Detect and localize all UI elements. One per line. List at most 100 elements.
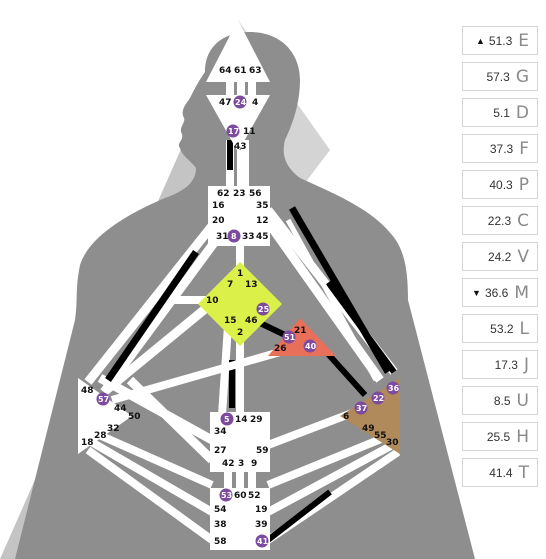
- gate-19: 19: [255, 505, 268, 515]
- planet-gate-value: 53.2: [490, 321, 514, 336]
- solar-plexus-center: [340, 378, 400, 454]
- gate-12: 12: [256, 216, 269, 226]
- sacral-center: [210, 412, 270, 472]
- planet-row[interactable]: 22.3 C: [462, 206, 538, 235]
- gate-7: 7: [227, 280, 233, 290]
- gate-26: 26: [274, 344, 287, 354]
- planet-gate-value: 41.4: [489, 465, 513, 480]
- planet-row[interactable]: 8.5 U: [462, 386, 538, 415]
- gate-16: 16: [212, 201, 225, 211]
- planet-row[interactable]: 25.5 H: [462, 422, 538, 451]
- gate-44: 44: [114, 404, 127, 414]
- planet-symbol: F: [519, 138, 529, 159]
- planet-symbol: C: [517, 210, 529, 231]
- gate-49: 49: [362, 424, 375, 434]
- gate-8: 8: [231, 232, 237, 241]
- gate-11: 11: [243, 127, 256, 137]
- planet-row[interactable]: 53.2 L: [462, 314, 538, 343]
- gate-59: 59: [256, 446, 269, 456]
- gate-47: 47: [219, 98, 232, 108]
- gate-9: 9: [251, 459, 257, 469]
- heart-center: [268, 318, 336, 356]
- planet-gate-value: 24.2: [488, 249, 512, 264]
- gate-20: 20: [212, 216, 225, 226]
- planet-gate-value: 57.3: [486, 69, 510, 84]
- head-center: [206, 20, 270, 82]
- gate-29: 29: [250, 415, 263, 425]
- gate-46: 46: [245, 316, 258, 326]
- gate-2: 2: [237, 328, 243, 338]
- gate-48: 48: [81, 386, 94, 396]
- gate-36: 36: [388, 384, 400, 393]
- gate-5: 5: [224, 415, 230, 424]
- planet-gate-value: 17.3: [494, 357, 518, 372]
- planet-symbol: T: [518, 462, 529, 483]
- planet-gate-value: 25.5: [486, 429, 511, 444]
- planet-gate-value: 8.5: [493, 393, 511, 408]
- planet-row[interactable]: 41.4 T: [462, 458, 538, 487]
- gate-30: 30: [386, 438, 399, 448]
- planet-symbol: E: [518, 30, 529, 51]
- planet-symbol: M: [514, 282, 529, 303]
- channels: [84, 78, 401, 544]
- planet-row[interactable]: ▼36.6 M: [462, 278, 538, 307]
- gate-38: 38: [214, 520, 227, 530]
- gate-54: 54: [214, 505, 227, 515]
- gate-45: 45: [256, 232, 269, 242]
- planet-gate-value: 40.3: [489, 177, 513, 192]
- planet-row[interactable]: 5.1 D: [462, 98, 538, 127]
- gate-3: 3: [238, 459, 244, 469]
- gate-22: 22: [373, 394, 384, 403]
- planet-gate-value: 5.1: [493, 105, 510, 120]
- planet-symbol: P: [518, 174, 529, 195]
- gate-51: 51: [284, 333, 296, 342]
- g-center: [198, 262, 282, 346]
- gate-28: 28: [94, 431, 107, 441]
- planet-symbol: U: [516, 390, 529, 411]
- planet-gate-value: 36.6: [484, 285, 509, 300]
- planet-symbol: H: [516, 426, 529, 447]
- gate-24: 24: [235, 98, 247, 107]
- gate-57: 57: [98, 395, 109, 404]
- gate-41: 41: [257, 537, 269, 546]
- gate-21: 21: [294, 326, 307, 336]
- gate-6: 6: [343, 412, 349, 422]
- gate-64: 64: [219, 66, 232, 76]
- planet-symbol: L: [519, 318, 529, 339]
- gate-18: 18: [81, 438, 94, 448]
- ajna-center: [206, 95, 270, 152]
- gate-33: 33: [242, 232, 255, 242]
- planet-gate-value: 51.3: [488, 33, 513, 48]
- planet-symbol: G: [515, 66, 529, 87]
- gate-50: 50: [128, 412, 141, 422]
- gate-32: 32: [107, 424, 120, 434]
- gate-highlights: [96, 95, 400, 548]
- gate-63: 63: [249, 66, 262, 76]
- gate-13: 13: [245, 280, 258, 290]
- gate-31: 31: [216, 232, 229, 242]
- gate-62: 62: [217, 189, 230, 199]
- gate-25: 25: [258, 305, 270, 314]
- gate-35: 35: [256, 201, 269, 211]
- gate-23: 23: [233, 189, 246, 199]
- gate-37: 37: [356, 404, 367, 413]
- gate-55: 55: [374, 431, 387, 441]
- planet-row[interactable]: 40.3 P: [462, 170, 538, 199]
- planet-row[interactable]: 57.3 G: [462, 62, 538, 91]
- gate-14: 14: [235, 415, 248, 425]
- gate-39: 39: [255, 520, 268, 530]
- retro-arrow: ▼: [472, 287, 481, 298]
- planet-gate-value: 22.3: [487, 213, 512, 228]
- planet-symbol: J: [523, 354, 529, 375]
- planet-symbol: D: [515, 102, 529, 123]
- gate-10: 10: [206, 296, 219, 306]
- gate-60: 60: [234, 491, 247, 501]
- planet-row[interactable]: 17.3 J: [462, 350, 538, 379]
- spleen-center: [78, 378, 132, 454]
- gate-61: 61: [234, 66, 247, 76]
